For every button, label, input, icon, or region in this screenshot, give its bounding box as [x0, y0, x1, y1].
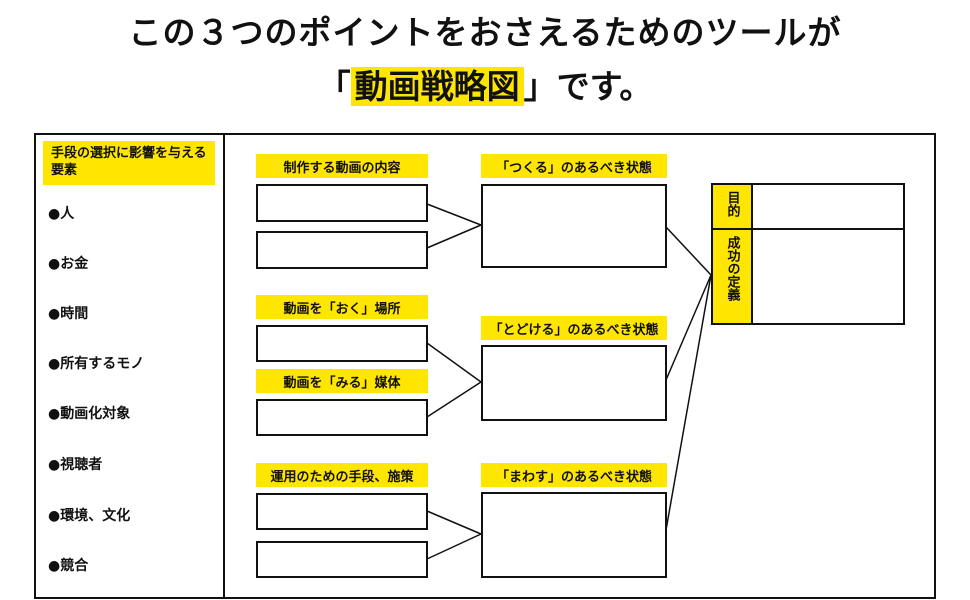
tag-video-content: 制作する動画の内容: [256, 154, 428, 178]
factor-assets: ●所有するモノ: [48, 356, 145, 372]
factor-viewers: ●視聴者: [48, 457, 103, 473]
state-box-spread: [481, 492, 667, 578]
factor-time: ●時間: [48, 306, 89, 322]
tag-state-make: 「つくる」のあるべき状態: [481, 154, 667, 178]
tag-state-deliver: 「とどける」のあるべき状態: [481, 316, 667, 340]
input-box-content-2: [256, 231, 428, 269]
purpose-cell: [753, 185, 903, 230]
factor-competitors: ●競合: [48, 558, 89, 574]
heading-line-1: この３つのポイントをおさえるためのツールが: [128, 13, 842, 52]
success-definition-cell: [753, 230, 903, 323]
factor-subject: ●動画化対象: [48, 406, 131, 422]
bracket-close: 」: [523, 67, 557, 106]
diagram-frame: [34, 133, 936, 599]
factor-environment: ●環境、文化: [48, 508, 131, 524]
factors-header: 手段の選択に影響を与える要素: [43, 141, 215, 185]
column-divider: [223, 133, 225, 599]
input-box-operation-1: [256, 493, 428, 530]
purpose-label: 目的: [713, 185, 753, 230]
tag-operation: 運用のための手段、施策: [256, 463, 428, 487]
tag-state-spread: 「まわす」のあるべき状態: [481, 463, 667, 487]
factor-people: ●人: [48, 206, 75, 222]
input-box-placement: [256, 325, 428, 362]
heading-suffix: です。: [556, 67, 653, 106]
input-box-content-1: [256, 184, 428, 222]
goal-box: 目的 成功の定義: [711, 183, 905, 325]
state-box-deliver: [481, 345, 667, 421]
bracket-open: 「: [317, 67, 351, 106]
success-definition-label: 成功の定義: [713, 230, 753, 323]
highlight-title: 動画戦略図: [350, 67, 524, 106]
tag-placement: 動画を「おく」場所: [256, 295, 428, 319]
input-box-operation-2: [256, 541, 428, 578]
heading-line-2: 「動画戦略図」です。: [0, 60, 970, 108]
state-box-make: [481, 184, 667, 268]
input-box-media: [256, 399, 428, 436]
tag-viewing-media: 動画を「みる」媒体: [256, 369, 428, 393]
factor-money: ●お金: [48, 256, 89, 272]
